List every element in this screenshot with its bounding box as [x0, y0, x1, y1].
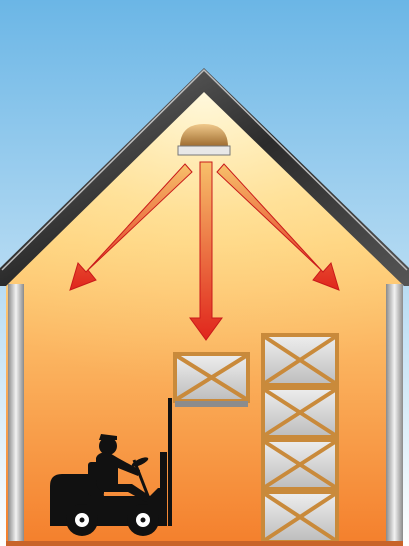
crate-4: [261, 490, 339, 544]
crate-2: [261, 386, 339, 439]
heat-arrow-center: [189, 161, 223, 341]
crate-3: [261, 438, 339, 491]
crate-on-forklift: [173, 352, 250, 407]
radiant-heater-icon: [177, 124, 231, 156]
right-wall-pillar: [386, 284, 403, 546]
forklift-wheel-hubs: [75, 513, 150, 527]
heat-arrow-right: [216, 163, 340, 291]
floor-line: [6, 541, 403, 546]
warehouse-roof: [0, 68, 409, 286]
left-wall-pillar: [8, 284, 24, 546]
heat-arrow-left: [69, 163, 193, 291]
crate-stack: [261, 333, 339, 544]
crate-1: [261, 333, 339, 387]
